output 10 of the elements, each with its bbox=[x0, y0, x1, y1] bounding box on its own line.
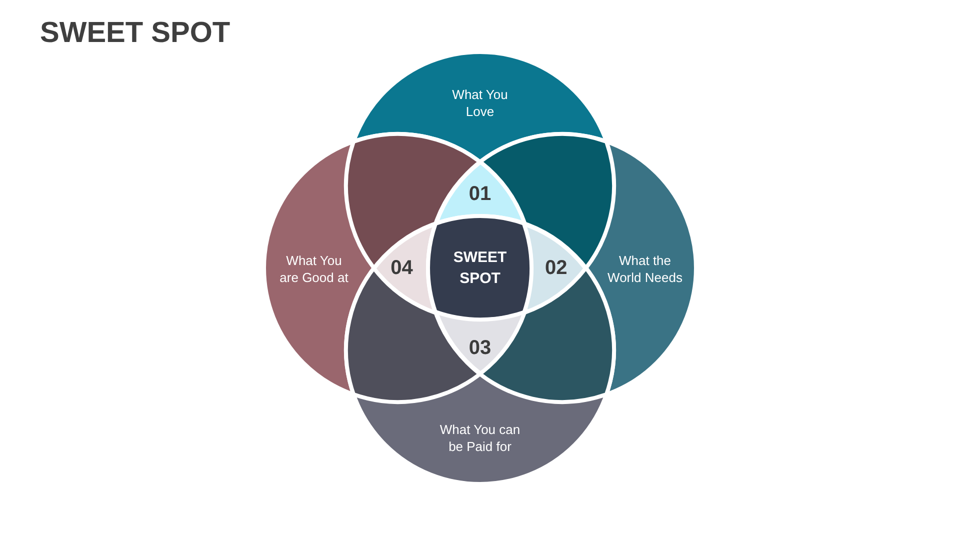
circle-label: What the World Needs bbox=[607, 252, 683, 286]
region-number: 01 bbox=[468, 182, 492, 206]
title: SWEET SPOT bbox=[40, 16, 230, 50]
center-label: SWEET SPOT bbox=[452, 248, 508, 289]
circle-label: What You are Good at bbox=[279, 252, 349, 286]
region-number: 03 bbox=[468, 336, 492, 360]
region-number: 04 bbox=[390, 256, 414, 280]
region-number: 02 bbox=[544, 256, 568, 280]
circle-label: What You can be Paid for bbox=[439, 421, 521, 455]
circle-label: What You Love bbox=[452, 86, 508, 120]
